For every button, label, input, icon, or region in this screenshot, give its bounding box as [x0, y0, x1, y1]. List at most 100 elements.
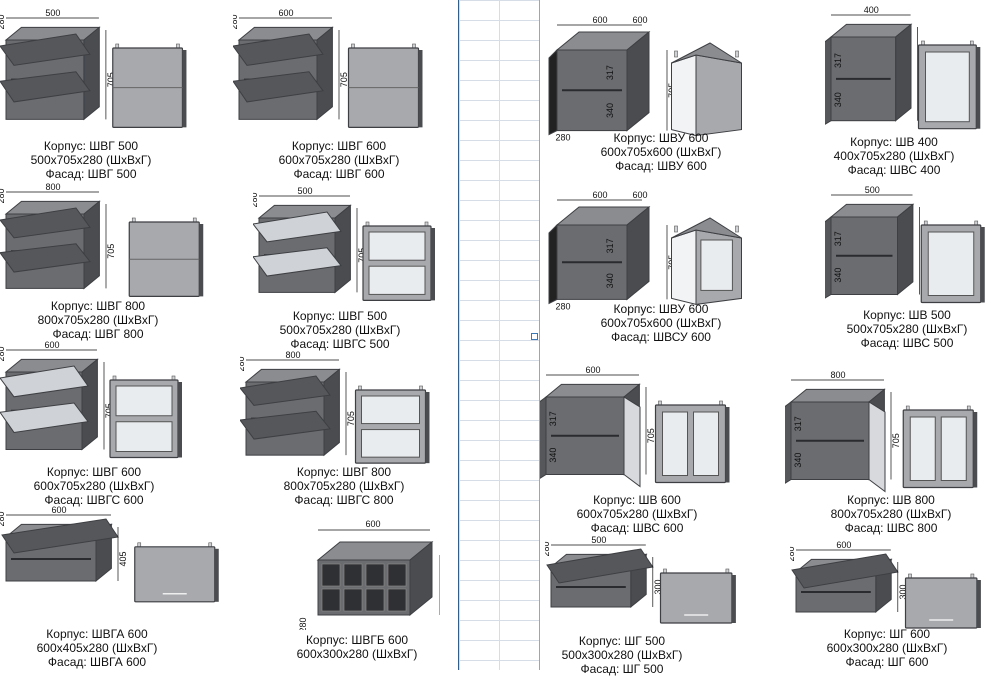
caption-fasad: Фасад: ШВГС 500: [290, 337, 390, 351]
facade-side: [182, 50, 187, 128]
open-door: [548, 48, 558, 136]
caption-korpus: Корпус: ШВ 400: [850, 135, 938, 149]
dim-width-2: 600: [632, 190, 647, 200]
dim-height: 705: [339, 72, 349, 87]
facade-side: [976, 47, 981, 129]
caption-korpus: Корпус: ШВ 600: [593, 493, 681, 507]
caption-fasad: Фасад: ШВС 600: [590, 521, 684, 535]
glass-panel: [925, 51, 970, 123]
corner-facade: [695, 54, 742, 137]
niche-cell: [365, 588, 385, 612]
caption-korpus: Корпус: ШВУ 600: [613, 302, 709, 316]
caption-size: 600x705x600 (ШхВхГ): [600, 145, 722, 159]
lift-door-top: [0, 207, 91, 239]
caption-fasad: Фасад: ШВГА 600: [47, 655, 147, 669]
glass-panel-top: [368, 231, 426, 261]
dim-width: 600: [44, 340, 59, 350]
dim-depth: 280: [0, 511, 6, 526]
niche-cell: [321, 563, 341, 587]
lift-door-top: [232, 33, 324, 66]
caption-fasad: Фасад: ШВС 400: [847, 163, 941, 177]
lift-door-top: [252, 211, 342, 243]
dim-shelf-upper: 317: [833, 53, 843, 68]
carcass-side: [626, 30, 650, 132]
caption-korpus: Корпус: ШВ 500: [863, 308, 951, 322]
page-resize-handle[interactable]: [531, 333, 538, 340]
caption-korpus: Корпус: ШВГ 600: [291, 139, 387, 153]
open-door-right: [623, 396, 641, 488]
dim-depth: 280: [233, 14, 239, 29]
glass-panel-bottom: [361, 429, 420, 458]
caption-size: 600x300x280 (ШхВхГ): [826, 641, 948, 655]
dim-height: 705: [106, 244, 116, 259]
caption-size: 800x705x280 (ШхВхГ): [830, 507, 952, 521]
dim-depth: 280: [790, 546, 796, 561]
dim-depth: 280: [0, 14, 6, 29]
dim-width: 500: [45, 8, 60, 18]
dim-width: 800: [285, 350, 300, 360]
dim-depth: 280: [240, 356, 246, 371]
glass-panel-top: [115, 385, 173, 417]
dim-depth: 280: [555, 133, 570, 143]
glass-panel-bottom: [115, 421, 173, 452]
lift-door-bottom: [0, 402, 89, 433]
product-card-shvg600: 600705280333324: [219, 8, 443, 136]
carcass-side: [897, 203, 914, 296]
dim-depth: 280: [540, 369, 542, 384]
spreadsheet-grid-background: [459, 0, 539, 670]
dim-shelf-upper: 317: [605, 65, 615, 80]
caption-fasad: Фасад: ШВС 800: [844, 521, 938, 535]
caption-korpus: Корпус: ШВУ 600: [613, 131, 709, 145]
dim-shelf-upper: 317: [548, 411, 558, 426]
carcass-side: [316, 26, 333, 121]
facade-side: [976, 580, 981, 628]
open-door: [820, 35, 832, 128]
dim-width: 800: [830, 370, 845, 380]
glass-panel-left: [662, 411, 688, 476]
lift-door-bottom: [0, 71, 91, 103]
caption-size: 600x405x280 (ШхВхГ): [36, 641, 158, 655]
caption-size: 600x705x280 (ШхВхГ): [33, 479, 155, 493]
caption-korpus: Корпус: ШВГБ 600: [305, 633, 409, 647]
corner-top: [671, 217, 742, 239]
caption-size: 600x705x280 (ШхВхГ): [278, 153, 400, 167]
hanger-right: [735, 50, 739, 58]
facade-side: [725, 407, 730, 483]
caption-size: 800x705x280 (ШхВхГ): [283, 479, 405, 493]
product-card-shv500: 500705317340280: [817, 185, 1000, 310]
lift-door-top: [0, 365, 89, 398]
caption-size: 500x705x280 (ШхВхГ): [846, 322, 968, 336]
hanger-left: [674, 225, 678, 233]
caption-korpus: Корпус: ШГ 600: [843, 627, 931, 641]
product-drawing: 500705317340280: [817, 185, 985, 304]
niche-cell: [343, 563, 363, 587]
dim-width: 500: [865, 185, 880, 195]
caption-korpus: Корпус: ШВГ 500: [292, 309, 388, 323]
product-drawing: 600600705317340280: [548, 15, 742, 143]
dim-shelf-lower: 340: [793, 453, 803, 468]
dim-shelf-upper: 317: [605, 238, 615, 253]
niche-cell: [365, 563, 385, 587]
